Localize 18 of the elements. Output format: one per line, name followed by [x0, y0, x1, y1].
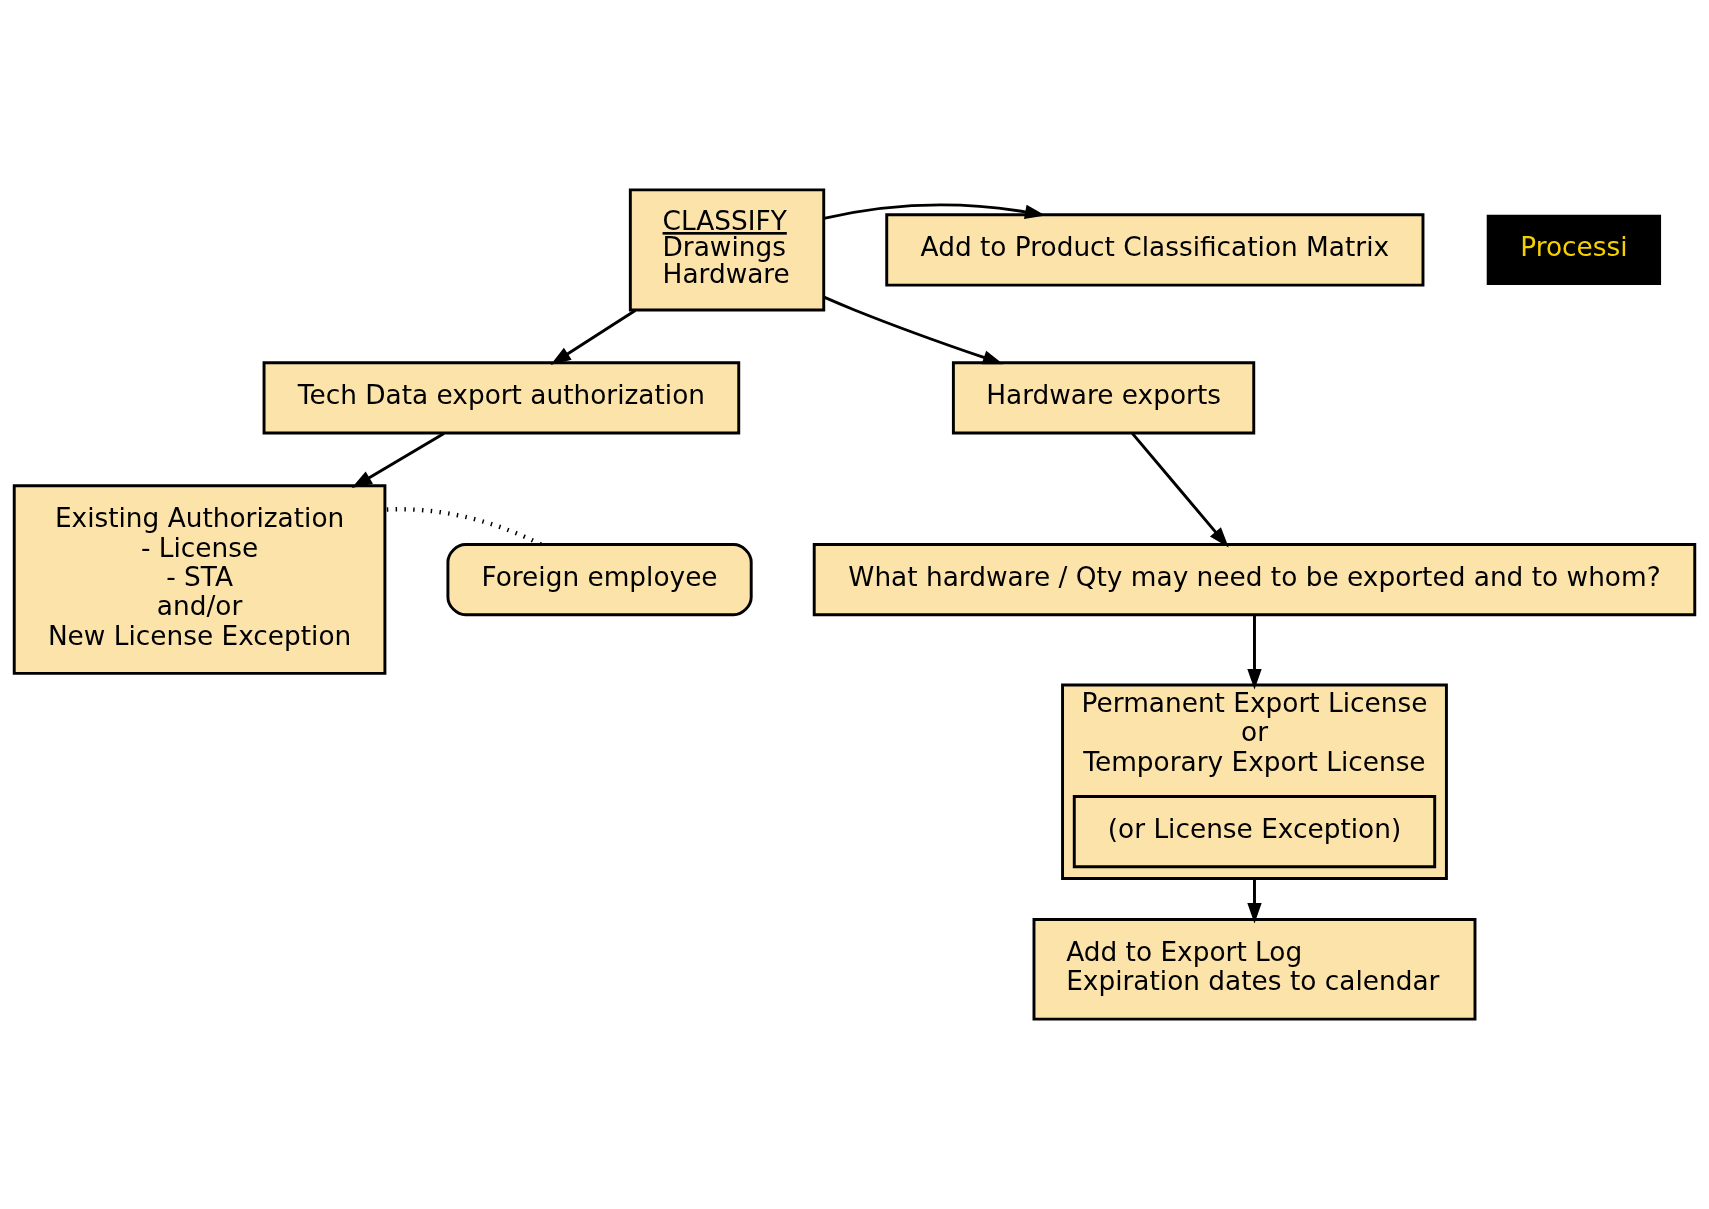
node-box: Existing Authorization - License - STA and/or New License Exception: [12, 484, 387, 675]
node-box: Add to Export Log Expiration dates to calendar: [1032, 918, 1477, 1021]
arrow: [1131, 432, 1229, 548]
node-box: What hardware / Qty may need to be exported and to whom?: [812, 542, 1697, 617]
node-box: (or License Exception): [1072, 794, 1437, 869]
arrow: [550, 309, 637, 365]
label: Processi: [1520, 232, 1628, 263]
node-box: CLASSIFY Drawings Hardware: [628, 188, 826, 312]
arrow: [351, 432, 445, 489]
arrow: [823, 295, 1004, 365]
arrow: [823, 203, 1046, 220]
node-box: Foreign employee: [446, 542, 753, 617]
arrow: [1247, 615, 1262, 690]
node-box: Hardware exports: [951, 361, 1256, 435]
arrow: [1247, 878, 1262, 924]
connector: [385, 507, 542, 547]
node-box: Tech Data export authorization: [262, 361, 741, 435]
node-box: Add to Product Classification Matrix: [885, 213, 1425, 287]
